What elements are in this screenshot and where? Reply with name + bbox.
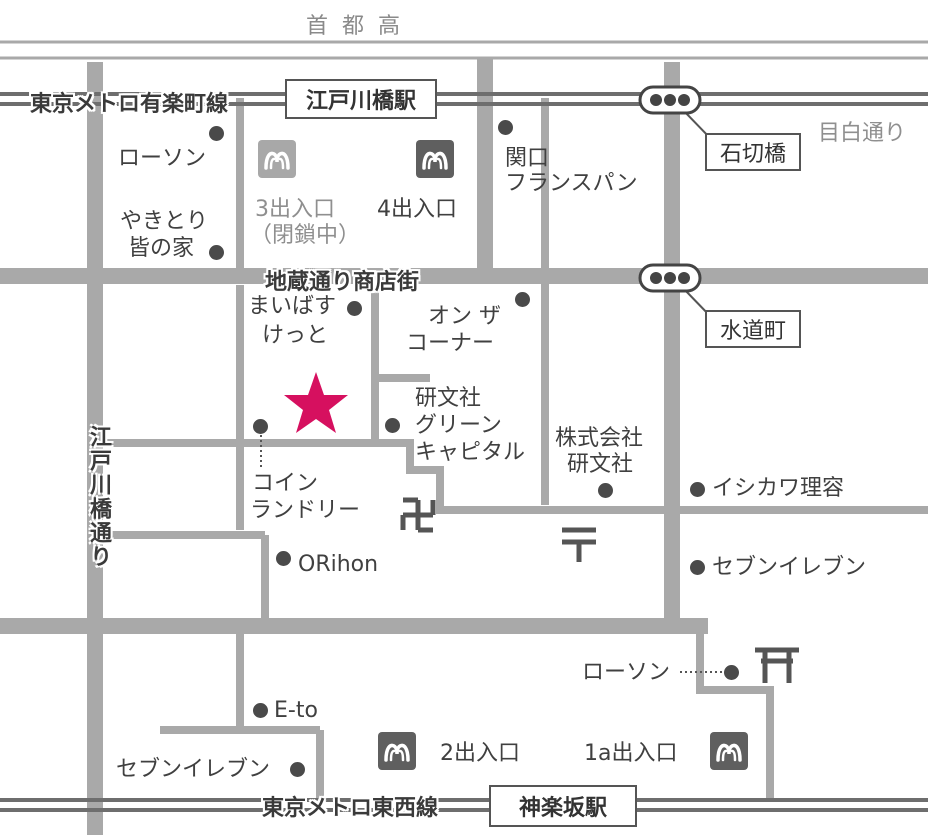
sekiguchi-bakery-label: フランスパン [505,171,638,196]
post-office-icon [562,527,596,562]
tokyo-metro-glyph [422,151,448,170]
tokyo-metro-glyph [264,151,290,170]
streetcar-stop-ishikiri-label[interactable]: 石切橋 [705,133,801,171]
streetcar-stop-suidocho-icon [638,263,702,293]
place-marker [347,301,362,316]
seven-eleven-south-label: セブンイレブン [116,757,271,782]
exit3-label: 3出入口 [255,197,335,222]
streetcar-stop-ishikiri-icon [638,85,702,115]
place-marker [209,126,224,141]
tokyo-metro-icon [416,140,454,178]
place-marker [515,292,530,307]
ishikawa-barber-label: イシカワ理容 [712,476,845,501]
kenbunsha-green-label-2: グリーン [415,413,502,438]
exit2-label: 2出入口 [440,741,520,766]
expressway-label: 首都高 [305,14,414,39]
place-marker [253,703,268,718]
yakitori-name-label: 皆の家 [128,236,195,261]
exit4-label: 4出入口 [377,197,457,222]
metro-lines [0,92,928,812]
exit1a-label: 1a出入口 [584,741,678,766]
edogawabashi-station-label[interactable]: 江戸川橋駅 [285,79,437,119]
place-marker [276,551,291,566]
star-icon [284,372,348,433]
place-marker [290,762,305,777]
tokyo-metro-icon [710,732,748,770]
orihon-label: ORihon [298,552,379,577]
jizo-shotengai-label: 地蔵通り商店街 [265,270,420,295]
coin-laundry-label-2: ランドリー [250,498,361,523]
place-marker [253,419,268,434]
exit3-closed-label: （閉鎖中） [250,223,361,248]
place-marker [724,665,739,680]
place-marker [209,245,224,260]
lawson-north-label: ローソン [118,146,207,171]
side-streets [100,98,928,800]
mejiro-dori-label: 目白通り [818,121,907,146]
onza-corner-label: コーナー [406,331,495,356]
tokyo-metro-glyph [716,743,742,762]
place-marker [598,483,613,498]
yakitori-label: やきとり [120,209,209,234]
coin-laundry-label: コイン [252,471,319,496]
torii-shrine-icon [755,647,799,683]
tokyo-metro-glyph [384,743,410,762]
manji-temple-icon [400,497,436,533]
maibasu-suffix-label: けっと [262,323,329,348]
place-marker [498,120,513,135]
kenbunsha-co-name-label: 研文社 [567,452,634,477]
kenbunsha-co-label: 株式会社 [555,426,644,451]
kenbunsha-green-label: 研文社 [415,386,482,411]
eto-label: E-to [274,698,318,723]
kenbunsha-green-label-3: キャピタル [415,440,526,465]
main-roads [0,57,928,835]
expressway [0,40,928,60]
seven-eleven-east-label: セブンイレブン [712,555,867,580]
onza-label: オン ザ [428,304,501,329]
place-marker [690,560,705,575]
sekiguchi-label: 関口 [505,146,550,171]
place-marker [385,418,400,433]
tokyo-metro-icon [258,140,296,178]
lawson-south-label: ローソン [582,660,671,685]
tokyo-metro-icon [378,732,416,770]
place-marker [690,482,705,497]
maibasu-label: まいばす [248,294,337,319]
streetcar-stop-suidocho-label[interactable]: 水道町 [705,310,801,348]
yurakucho-line-label: 東京メトロ有楽町線 [30,92,229,117]
edogawabashi-dori-label: 江戸川橋通り [86,425,111,569]
kagurazaka-station-label[interactable]: 神楽坂駅 [489,785,637,827]
tozai-line-label: 東京メトロ東西線 [262,796,439,821]
